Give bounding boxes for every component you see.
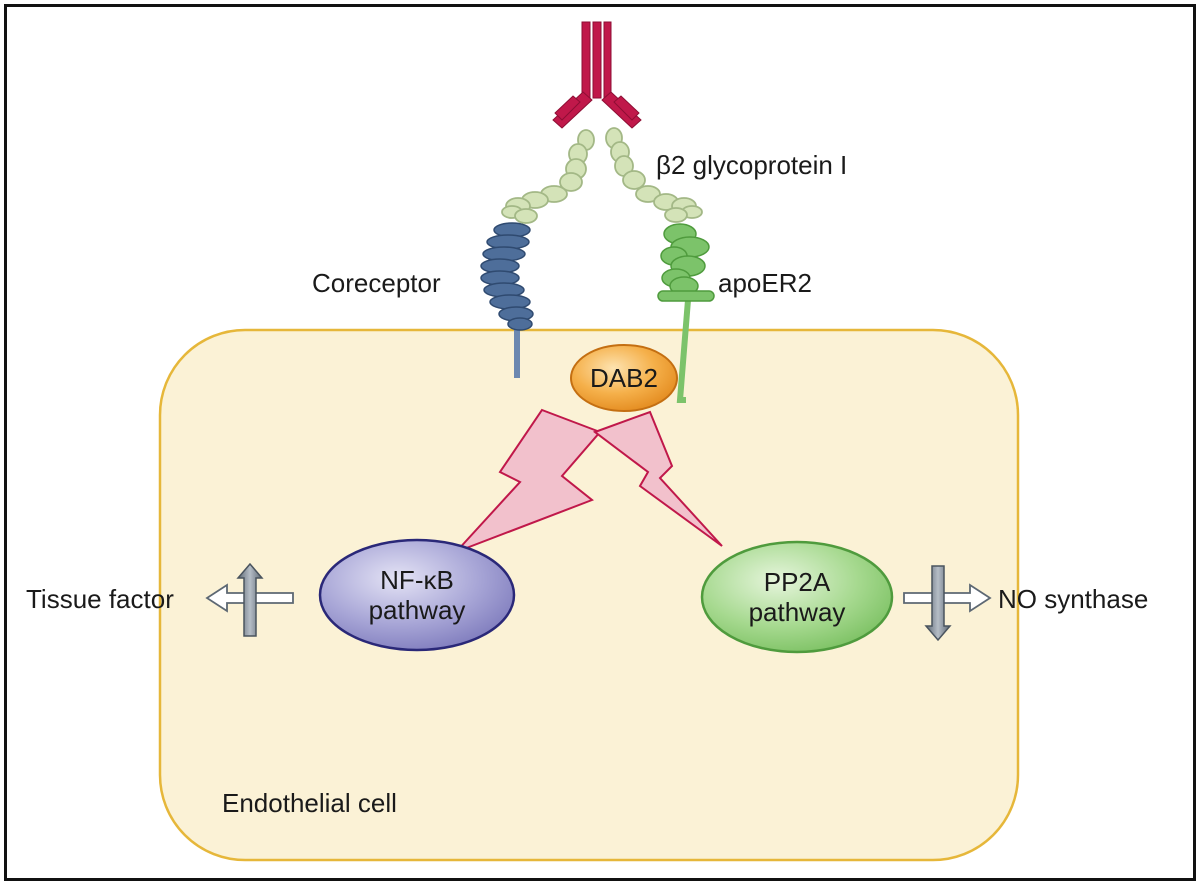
no-synthase-label: NO synthase [998, 584, 1149, 614]
coreceptor-stalk [514, 318, 520, 378]
pp2a-pathway-node [700, 540, 894, 654]
pp2a-pathway-label: PP2A pathway [702, 567, 892, 627]
coreceptor-icon [480, 222, 534, 331]
tissue-factor-label: Tissue factor [26, 584, 174, 614]
dab2-node [570, 344, 678, 412]
dab2-label: DAB2 [590, 363, 658, 393]
nfkb-label-line1: NF-κB [380, 565, 454, 595]
nfkb-pathway-label: NF-κB pathway [322, 565, 512, 625]
pp2a-label-line2: pathway [748, 597, 846, 627]
beta2-glycoprotein-right-chain [605, 127, 703, 223]
lightning-to-nfkb [455, 408, 602, 553]
pp2a-label-line1: PP2A [763, 567, 831, 597]
beta2-glycoprotein-label: β2 glycoprotein I [656, 150, 848, 180]
apoer2-icon [657, 223, 715, 302]
nfkb-label-line2: pathway [368, 595, 466, 625]
apoer2-stalk [676, 299, 691, 403]
tissue-factor-up-arrow [236, 562, 264, 637]
endothelial-cell [158, 328, 1020, 862]
lightning-to-pp2a [592, 410, 723, 547]
endothelial-cell-label: Endothelial cell [222, 788, 397, 818]
nfkb-pathway-node [318, 538, 516, 652]
no-synthase-down-arrow [924, 565, 952, 642]
beta2-glycoprotein-left-chain [501, 129, 595, 224]
apoer2-label: apoER2 [718, 268, 812, 298]
antibody-icon [552, 21, 642, 129]
no-synthase-horizontal-arrow [903, 583, 992, 613]
coreceptor-label: Coreceptor [312, 268, 441, 298]
